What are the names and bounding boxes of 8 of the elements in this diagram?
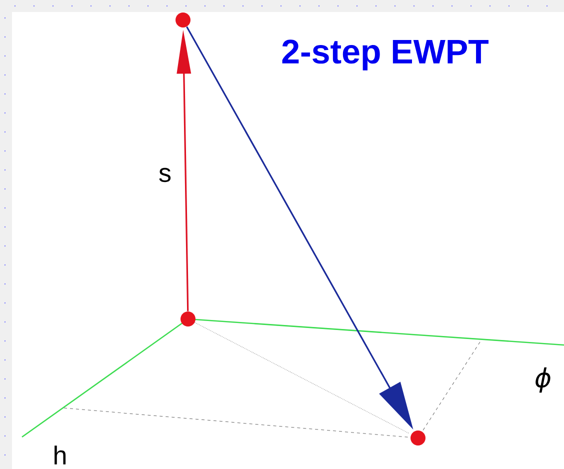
connector-line	[194, 322, 410, 434]
point-marker	[410, 430, 426, 446]
point-marker	[176, 12, 190, 28]
axis-label: h	[54, 446, 66, 464]
axis-label: s	[159, 168, 171, 182]
axis-label: ϕ	[536, 367, 550, 393]
point-marker	[180, 312, 196, 326]
title: 2-step EWPT	[282, 40, 488, 70]
